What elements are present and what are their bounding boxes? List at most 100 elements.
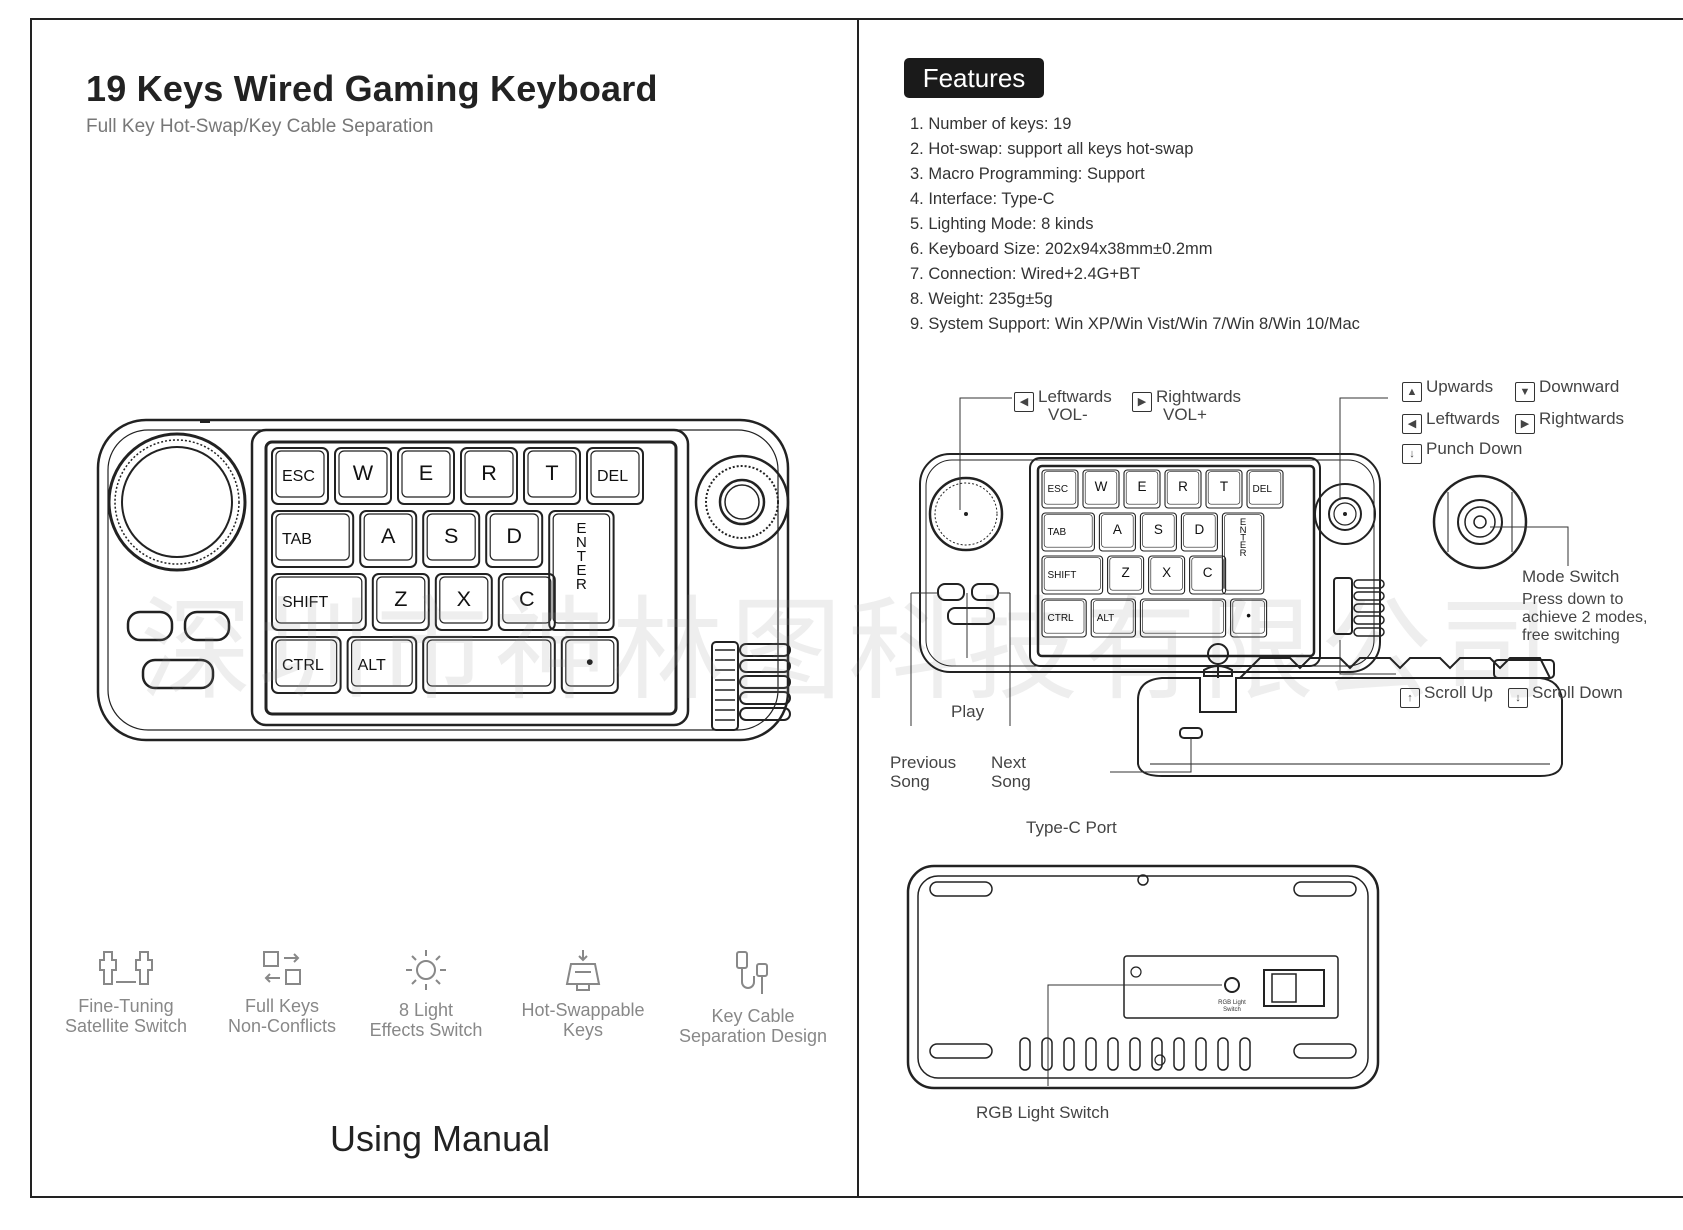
vol-plus-label: VOL+ (1163, 405, 1207, 424)
keycap-top (1043, 514, 1093, 548)
page-title: 19 Keys Wired Gaming Keyboard (86, 68, 658, 109)
feature-line1: Full Keys (244, 996, 320, 1016)
keycap-label: A (1113, 522, 1122, 537)
keycap-label: TAB (1048, 527, 1067, 538)
scroll-down-icon: ↓ (1508, 688, 1528, 708)
keycap-label: C (1203, 565, 1213, 580)
keycap (271, 636, 342, 694)
keycap-top (426, 639, 552, 687)
mode-desc-2: achieve 2 modes, (1522, 609, 1648, 626)
keycap-label: SHIFT (1048, 570, 1077, 581)
enter-key-letter: R (1240, 548, 1247, 559)
keycap-top (351, 639, 413, 687)
rgb-small-label-2: Switch (1223, 1007, 1241, 1013)
joystick-zoom-icon (1432, 474, 1528, 570)
keycap (1189, 555, 1227, 595)
keycap (334, 447, 392, 505)
light-sun-icon (406, 950, 446, 990)
keycap (434, 573, 493, 631)
page-divider (857, 18, 859, 1198)
keycap (271, 447, 329, 505)
scroll-down-label: ↓Scroll Down (1508, 684, 1623, 708)
keycap-label: A (381, 523, 396, 548)
keycap (1230, 598, 1268, 638)
right-arrow-icon: ▶ (1515, 414, 1535, 434)
keycap (1139, 512, 1177, 552)
keycap-top (1183, 514, 1216, 548)
keycap-label: ALT (358, 657, 386, 674)
enter-key-letter: E (576, 562, 586, 579)
keycap (1246, 469, 1284, 509)
joystick-icon (694, 454, 790, 550)
keycap (1041, 512, 1095, 552)
left-arrow-icon: ◀ (1402, 414, 1422, 434)
keycap-top (1191, 557, 1224, 591)
enter-key (548, 510, 615, 631)
feature-line1: Hot-Swappable (521, 1000, 645, 1020)
keycap (1148, 555, 1186, 595)
keycap-label: CTRL (282, 657, 324, 674)
keycap (1041, 469, 1079, 509)
keycap-label: CTRL (1048, 613, 1075, 624)
keycap-top (1043, 471, 1077, 505)
page-subtitle: Full Key Hot-Swap/Key Cable Separation (86, 116, 434, 137)
keycap-top (1166, 471, 1200, 505)
keycap (1041, 598, 1087, 638)
feature-hot-swap: Hot-Swappable Keys (508, 948, 658, 1040)
keycap (1123, 469, 1161, 509)
keycap-label: TAB (282, 531, 312, 548)
mode-switch-label: Mode Switch (1522, 567, 1620, 586)
feature-item: 9. System Support: Win XP/Win Vist/Win 7… (910, 315, 1360, 333)
keycap (560, 636, 619, 694)
enter-key-letter: T (1240, 533, 1246, 544)
enter-key-letter: R (576, 576, 587, 593)
keycap (586, 447, 644, 505)
feature-item: 1. Number of keys: 19 (910, 115, 1072, 133)
keycap-label: D (506, 523, 522, 548)
next-song-label-1: Next (991, 753, 1026, 772)
page-frame (30, 18, 1683, 1198)
upwards-label: ▲Upwards (1402, 378, 1493, 402)
scroll-wheel-icon (711, 641, 739, 731)
scroll-up-icon: ↑ (1400, 688, 1420, 708)
keycap-top (1232, 600, 1265, 634)
keycap (1107, 555, 1145, 595)
keyboard-bottom-view-illustration: RGB Light Switch (906, 864, 1380, 1090)
keycap-label: • (1246, 608, 1251, 623)
keycap-label: R (481, 460, 497, 485)
keycap-top (565, 639, 615, 687)
keycap-top (363, 513, 413, 561)
full-keys-icon (263, 951, 301, 985)
previous-song-label-1: Previous (890, 753, 957, 772)
keycap-label: DEL (597, 468, 628, 485)
mode-desc-1: Press down to (1522, 591, 1624, 608)
feature-item: 2. Hot-swap: support all keys hot-swap (910, 140, 1194, 158)
rgb-small-label-1: RGB Light (1218, 1000, 1246, 1006)
keycap-top (426, 513, 476, 561)
keycap-label: W (353, 460, 374, 485)
keycap (397, 447, 455, 505)
keycap-label: T (1220, 479, 1228, 494)
keycap-top (1150, 557, 1183, 591)
leftwards-vol-label: ◀Leftwards (1014, 388, 1112, 412)
left-arrow-icon: ◀ (1014, 392, 1034, 412)
keycap (460, 447, 518, 505)
feature-line2: Effects Switch (369, 1020, 483, 1040)
keycap-top (1142, 514, 1175, 548)
keycap-top (275, 576, 363, 624)
hot-swap-key-icon (565, 950, 601, 991)
keycap (422, 636, 556, 694)
keycap-label: SHIFT (282, 594, 328, 611)
enter-key-letter: N (576, 534, 587, 551)
keycap (1082, 469, 1120, 509)
keycap-label: C (519, 586, 535, 611)
enter-key-letter: N (1240, 525, 1247, 536)
keycap-top (1207, 471, 1241, 505)
satellite-switch-icon (99, 951, 153, 985)
feature-light-effects: 8 Light Effects Switch (356, 948, 496, 1040)
cable-icon (736, 951, 768, 994)
keycap-top (338, 450, 388, 498)
feature-item: 3. Macro Programming: Support (910, 165, 1145, 183)
